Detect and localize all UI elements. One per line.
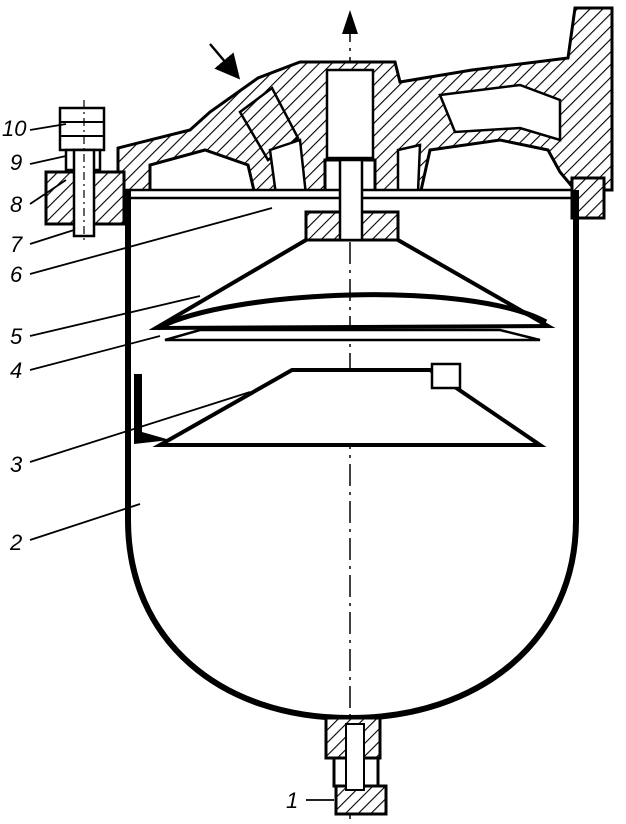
baffle-support-bracket xyxy=(134,374,170,444)
inlet-channel xyxy=(238,86,300,162)
callout-7: 7 xyxy=(10,232,23,257)
hub-screw xyxy=(338,158,364,242)
filter-disc xyxy=(156,292,548,331)
callout-4: 4 xyxy=(10,358,22,383)
bolt-nut xyxy=(58,106,106,152)
callout-5: 5 xyxy=(10,324,23,349)
leader-lines xyxy=(29,123,334,801)
outlet-bore xyxy=(325,68,375,160)
callout-10: 10 xyxy=(2,116,27,141)
drain-plug-stem xyxy=(345,723,365,791)
callout-1: 1 xyxy=(286,788,298,813)
housing-inner-cavity xyxy=(438,83,562,142)
baffle-cone xyxy=(152,368,547,447)
right-cavity xyxy=(396,143,422,194)
left-cavity xyxy=(268,138,308,197)
callout-3: 3 xyxy=(10,452,23,477)
sediment-bowl xyxy=(125,190,579,722)
inlet-flow-arrow xyxy=(209,43,241,80)
distributor-cone xyxy=(148,238,556,331)
callout-8: 8 xyxy=(10,192,23,217)
callout-6: 6 xyxy=(10,262,23,287)
callout-9: 9 xyxy=(10,150,22,175)
callout-2: 2 xyxy=(9,530,22,555)
outlet-flow-arrow xyxy=(342,10,358,34)
baffle-tab xyxy=(430,362,462,390)
